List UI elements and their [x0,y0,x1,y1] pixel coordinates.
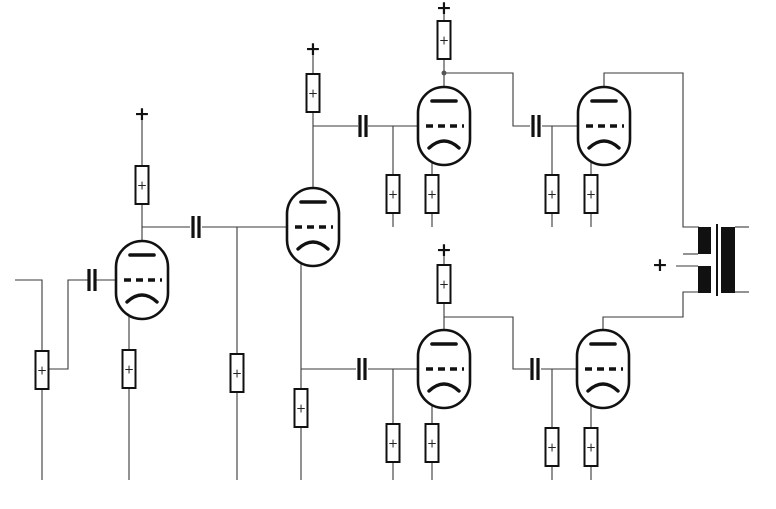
cathode-resistor-v3: + [424,174,440,214]
primary-winding-lower [698,266,711,293]
resistor-marker: + [37,364,47,378]
plate-resistor-v1: + [134,165,150,205]
resistor-body [424,423,440,463]
resistor-body [583,174,599,214]
resistor-marker: + [547,441,557,455]
coupling-capacitor-c3 [358,115,368,137]
resistor-marker: + [124,363,134,377]
resistor-body [385,423,401,463]
resistor-marker: + [296,402,306,416]
tube-v6 [575,328,631,410]
resistor-marker: + [439,278,449,292]
cathode [427,382,461,393]
plate-resistor-v3: + [436,20,452,60]
resistor-marker: + [439,34,449,48]
supply-plus-v1: + [134,103,150,125]
tube-v2 [285,186,341,268]
plate-resistor-v5: + [436,264,452,304]
tube-v4 [576,85,632,167]
resistor-marker: + [388,188,398,202]
resistor-body [305,73,321,113]
resistor-marker: + [308,87,318,101]
resistor-body [436,264,452,304]
wire [602,291,699,332]
resistor-body [544,174,560,214]
cathode [586,382,620,393]
components: + + + + + + + + + + + + + + + + + + + + + [34,0,735,467]
grid-resistor-v5: + [385,423,401,463]
wire [42,279,88,370]
wires [15,12,749,480]
resistor-body [229,353,245,393]
cathode [296,240,330,251]
grid-resistor-v2: + [229,353,245,393]
resistor-marker: + [586,188,596,202]
tube-v5 [416,328,472,410]
wire [444,72,530,127]
wire [15,279,43,352]
resistor-body [544,427,560,467]
cathode [125,293,159,304]
grid-resistor-v4: + [544,174,560,214]
resistor-marker: + [586,441,596,455]
secondary-winding [721,227,735,293]
coupling-capacitor-c1 [87,269,97,291]
resistor-marker: + [232,367,242,381]
resistor-body [385,174,401,214]
cathode-resistor-v2: + [293,388,309,428]
resistor-marker: + [388,437,398,451]
resistor-body [293,388,309,428]
primary-winding-upper [698,227,711,254]
resistor-body [34,350,50,390]
cathode-resistor-v1: + [121,349,137,389]
resistor-body [134,165,150,205]
cathode-resistor-v6: + [583,427,599,467]
cathode-resistor-v5: + [424,423,440,463]
grid-resistor-v3: + [385,174,401,214]
cathode [427,139,461,150]
resistor-body [436,20,452,60]
junction-dot [441,70,447,76]
wire [603,72,699,228]
coupling-capacitor-c6 [530,358,540,380]
cathode-resistor-v4: + [583,174,599,214]
supply-plus-v3: + [436,0,452,19]
coupling-capacitor-c5 [357,358,367,380]
tube-v1 [114,239,170,321]
supply-plus-v5: + [436,239,452,261]
coupling-capacitor-c4 [531,115,541,137]
resistor-marker: + [427,188,437,202]
supply-plus-v2: + [305,38,321,60]
grid-resistor-v6: + [544,427,560,467]
resistor-body [583,427,599,467]
plate-resistor-v2: + [305,73,321,113]
resistor-marker: + [427,437,437,451]
grid-resistor-input: + [34,350,50,390]
resistor-body [121,349,137,389]
coupling-capacitor-c2 [191,216,201,238]
supply-plus-center-tap: + [652,254,668,276]
output-transformer [698,224,735,296]
cathode [587,139,621,150]
tube-v3 [416,85,472,167]
wire [444,316,530,370]
resistor-marker: + [547,188,557,202]
resistor-body [424,174,440,214]
resistor-marker: + [137,179,147,193]
